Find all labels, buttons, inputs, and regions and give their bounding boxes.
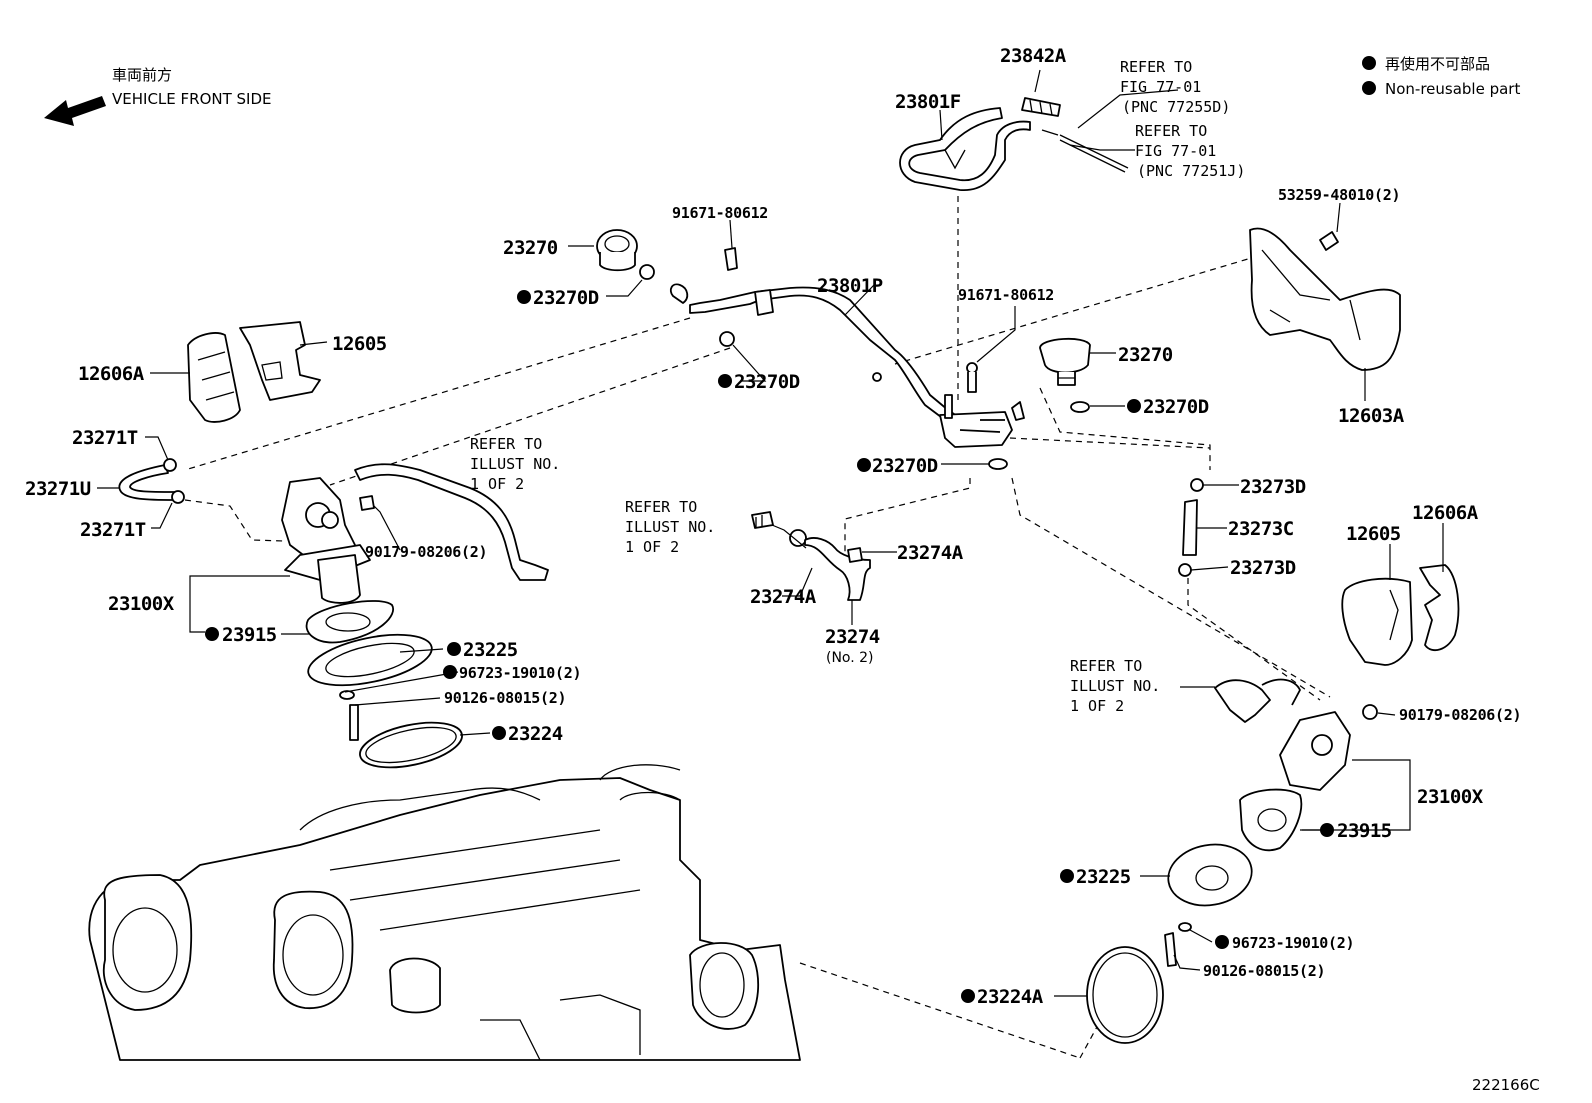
fuel-pipe-23801P — [689, 286, 1025, 470]
label-12606A-a: 12606A — [78, 363, 145, 385]
label-23225-a: 23225 — [463, 639, 518, 661]
pulsation-damper-23270-right — [1039, 337, 1091, 413]
insulator-12605-left — [239, 321, 321, 401]
label-23224A: 23224A — [977, 986, 1044, 1008]
front-label-en: VEHICLE FRONT SIDE — [112, 90, 272, 108]
fuel-hose-23801F — [899, 97, 1129, 191]
label-23270D-c: 23270D — [1143, 396, 1209, 418]
label-12603A: 12603A — [1338, 405, 1405, 427]
label-53259-48010: 53259-48010(2) — [1278, 186, 1400, 204]
ref-illust-left-line2: ILLUST NO. — [470, 455, 560, 473]
non-reusable-markers — [205, 290, 1334, 1003]
gaskets-left — [305, 600, 463, 769]
label-23100X-a: 23100X — [108, 593, 175, 615]
label-91671-80612-a: 91671-80612 — [672, 204, 768, 222]
fuel-pump-23100X-right — [1214, 678, 1378, 852]
legend-en: Non-reusable part — [1385, 80, 1520, 98]
diagram-code: 222166C — [1472, 1076, 1540, 1094]
insulator-12606A-left — [187, 332, 241, 423]
label-23271T-b: 23271T — [80, 519, 146, 541]
front-label-jp: 車両前方 — [112, 66, 172, 84]
label-23274A-b: 23274A — [750, 586, 817, 608]
label-23270-b: 23270 — [1118, 344, 1173, 366]
label-23274A-a: 23274A — [897, 542, 964, 564]
hose-23274 — [751, 511, 871, 601]
label-23225-b: 23225 — [1076, 866, 1131, 888]
label-90126-08015-a: 90126-08015(2) — [444, 689, 566, 707]
intake-manifold — [88, 764, 801, 1061]
ref-illust-right-line2: ILLUST NO. — [1070, 677, 1160, 695]
hose-23271U — [118, 458, 185, 504]
ref-fig-77-01-a-line1: REFER TO — [1120, 58, 1192, 76]
legend: 再使用不可部品 Non-reusable part — [1362, 55, 1520, 98]
label-96723-19010-a: 96723-19010(2) — [459, 664, 581, 682]
label-23271U: 23271U — [25, 478, 91, 500]
front-arrow-icon — [44, 96, 106, 126]
label-90179-08206-b: 90179-08206(2) — [1399, 706, 1521, 724]
ref-illust-mid-line3: 1 OF 2 — [625, 538, 679, 556]
label-23915-b: 23915 — [1337, 820, 1392, 842]
label-90126-08015-b: 90126-08015(2) — [1203, 962, 1325, 980]
ref-illust-left-line3: 1 OF 2 — [470, 475, 524, 493]
label-12605-a: 12605 — [332, 333, 387, 355]
leader-lines — [97, 69, 1444, 997]
label-23224: 23224 — [508, 723, 563, 745]
gaskets-right — [1086, 843, 1253, 1044]
label-23842A: 23842A — [1000, 45, 1067, 67]
insulator-12606A-right — [1419, 564, 1460, 652]
label-23274: 23274 — [825, 626, 880, 648]
ref-fig-77-01-b-line1: REFER TO — [1135, 122, 1207, 140]
label-96723-19010-b: 96723-19010(2) — [1232, 934, 1354, 952]
label-23270D-a: 23270D — [533, 287, 599, 309]
legend-jp: 再使用不可部品 — [1385, 55, 1490, 73]
label-23270D-d: 23270D — [872, 455, 938, 477]
pulsation-damper-23270-left — [596, 229, 738, 347]
label-23273D-a: 23273D — [1240, 476, 1306, 498]
ref-fig-77-01-b-line2: FIG 77-01 — [1135, 142, 1216, 160]
label-91671-80612-b: 91671-80612 — [958, 286, 1054, 304]
label-23100X-b: 23100X — [1417, 786, 1484, 808]
label-23271T-a: 23271T — [72, 427, 138, 449]
label-23915-a: 23915 — [222, 624, 277, 646]
ref-fig-77-01-b-line3: (PNC 77251J) — [1137, 162, 1245, 180]
label-23274-sub: (No. 2) — [826, 650, 874, 666]
label-12605-b: 12605 — [1346, 523, 1401, 545]
label-23270-a: 23270 — [503, 237, 558, 259]
bracket-12603A — [1249, 227, 1401, 371]
ref-fig-77-01-a-line3: (PNC 77255D) — [1122, 98, 1230, 116]
label-23273D-b: 23273D — [1230, 557, 1296, 579]
label-23801F: 23801F — [895, 91, 961, 113]
ref-illust-mid-line2: ILLUST NO. — [625, 518, 715, 536]
fuel-pump-23100X-left — [281, 463, 549, 604]
ref-illust-left-line1: REFER TO — [470, 435, 542, 453]
label-23273C: 23273C — [1228, 518, 1294, 540]
legend-dot-icon — [1362, 56, 1376, 70]
insulator-12605-right — [1341, 577, 1413, 666]
ref-illust-mid-line1: REFER TO — [625, 498, 697, 516]
dashed-guides — [184, 196, 1331, 1059]
label-23801P: 23801P — [817, 275, 883, 297]
ref-fig-77-01-a-line2: FIG 77-01 — [1120, 78, 1201, 96]
legend-dot-icon — [1362, 81, 1376, 95]
hose-23273C — [1178, 478, 1204, 577]
label-12606A-b: 12606A — [1412, 502, 1479, 524]
vehicle-front-indicator: 車両前方 VEHICLE FRONT SIDE — [44, 66, 272, 126]
part-labels: 23842A 23801F REFER TO FIG 77-01 (PNC 77… — [25, 45, 1522, 1008]
label-90179-08206-a: 90179-08206(2) — [365, 543, 487, 561]
ref-illust-right-line1: REFER TO — [1070, 657, 1142, 675]
ref-illust-right-line3: 1 OF 2 — [1070, 697, 1124, 715]
label-23270D-b: 23270D — [734, 371, 800, 393]
